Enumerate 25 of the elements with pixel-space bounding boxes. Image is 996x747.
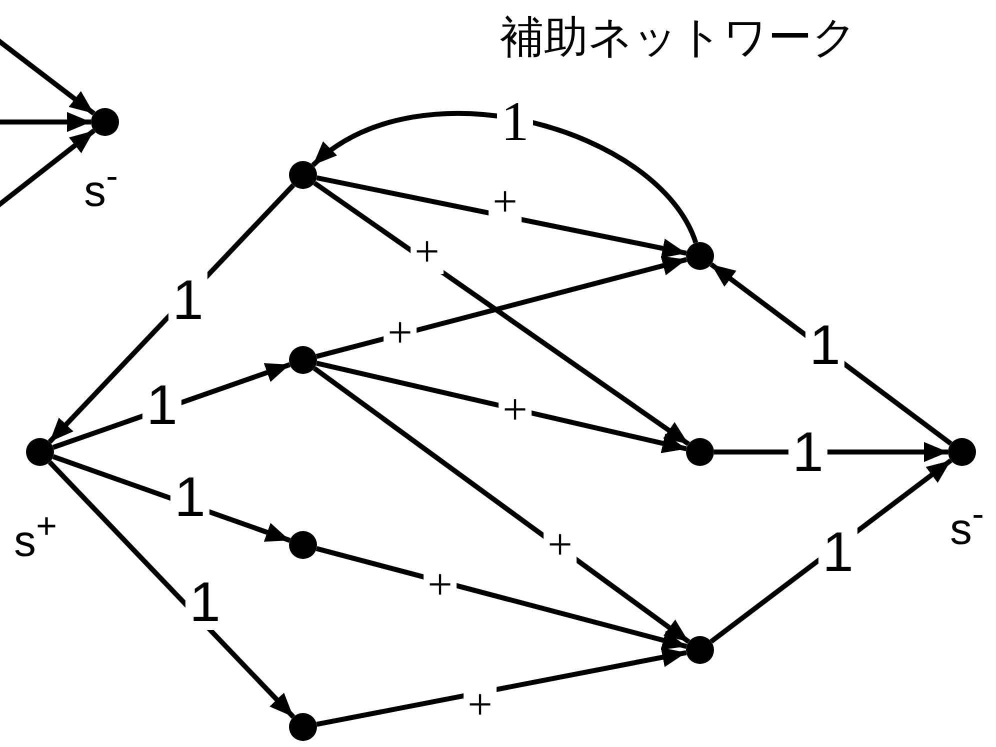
node-dot (289, 346, 317, 374)
node-dot (91, 108, 119, 136)
node-dot (686, 438, 714, 466)
node-dot (289, 531, 317, 559)
arrow (312, 366, 690, 644)
arrow (311, 111, 698, 244)
node-label: s$^{-}$ (84, 170, 118, 214)
arrow (316, 546, 688, 650)
arrow (0, 36, 96, 116)
node-dot (686, 636, 714, 664)
arrow (0, 128, 96, 210)
arrow (316, 360, 687, 454)
arrow (316, 256, 688, 359)
title: 補助ネットワーク (500, 14, 857, 62)
arrow (316, 647, 687, 727)
arrow (313, 180, 690, 446)
arrow (0, 112, 91, 132)
node-dot (289, 713, 317, 741)
arrow (316, 175, 687, 258)
node-dot (289, 161, 317, 189)
node-dot (26, 438, 54, 466)
node-dot (948, 438, 976, 466)
arrow (48, 460, 296, 719)
node-label: s$^{-}$ (950, 508, 984, 552)
node-dot (686, 242, 714, 270)
